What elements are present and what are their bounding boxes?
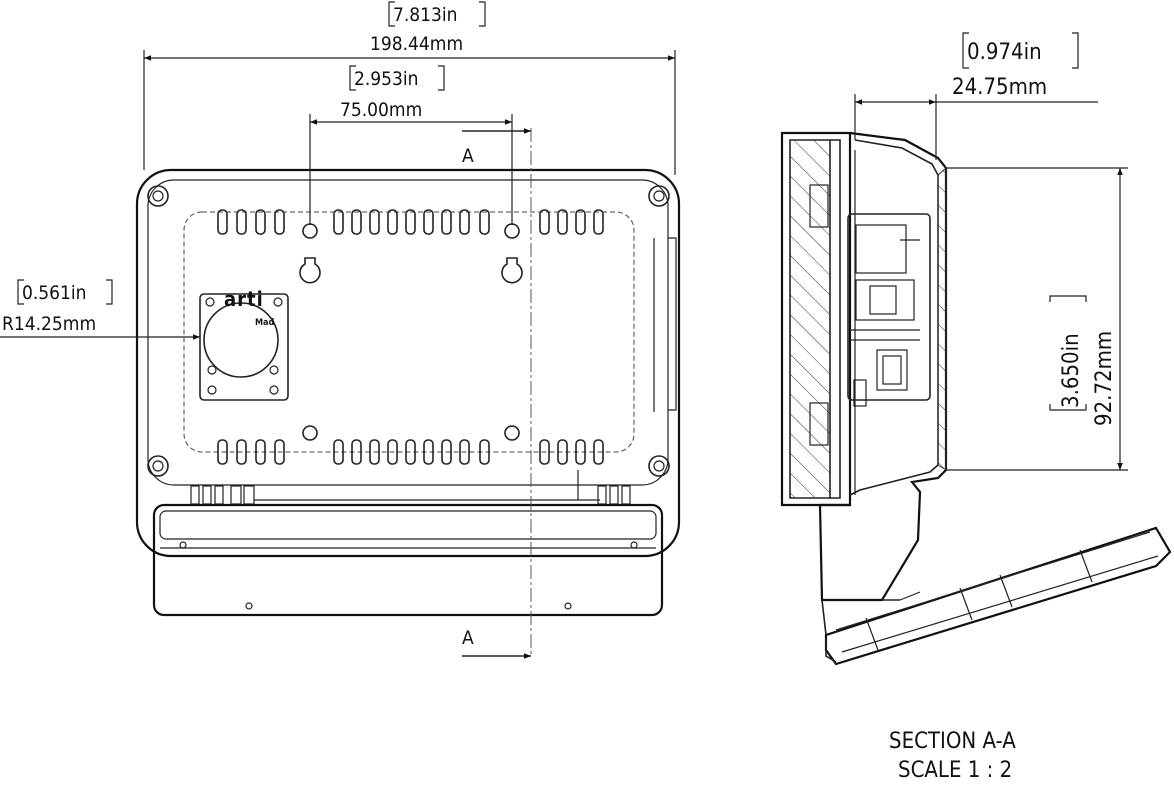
overall-width-mm: 198.44mm xyxy=(370,33,463,55)
section-mark-bottom: A xyxy=(462,627,474,649)
vent-slot xyxy=(369,209,380,235)
vent-slot xyxy=(255,209,266,235)
vent-slot xyxy=(387,439,398,465)
vent-slot xyxy=(405,209,416,235)
vent-slot xyxy=(423,209,434,235)
vent-slot xyxy=(236,209,247,235)
radius-mm: R14.25mm xyxy=(2,313,96,335)
connector-plate xyxy=(199,293,289,401)
corner-screws xyxy=(147,185,670,477)
vent-slot xyxy=(593,209,604,235)
section-view: 0.974in 24.75mm 3.650in 92.72mm xyxy=(780,32,1172,666)
vent-slot xyxy=(459,209,470,235)
vent-slot xyxy=(255,439,266,465)
depth-inch: 0.974in xyxy=(967,40,1042,65)
vent-slot xyxy=(423,439,434,465)
inner-recess xyxy=(183,211,635,453)
dimension-radius: 0.561in R14.25mm xyxy=(0,279,200,340)
vent-slot xyxy=(479,209,490,235)
vent-slot xyxy=(593,439,604,465)
vent-slot xyxy=(333,439,344,465)
vent-slot xyxy=(557,439,568,465)
internal-pcb xyxy=(847,213,931,407)
vent-slot xyxy=(441,439,452,465)
vent-slot xyxy=(575,209,586,235)
logo-subtext: Mad xyxy=(255,318,275,328)
vent-slots-bottom xyxy=(217,439,604,465)
depth-mm: 24.75mm xyxy=(952,75,1047,100)
vent-slots-top xyxy=(217,209,604,235)
hole-spacing-inch: 2.953in xyxy=(354,68,419,90)
stand-base xyxy=(152,503,664,617)
vent-slot xyxy=(217,209,228,235)
height-inch: 3.650in xyxy=(1059,333,1084,408)
vent-slot xyxy=(441,209,452,235)
mounting-holes xyxy=(302,223,520,441)
vent-slot xyxy=(539,439,550,465)
bottom-tabs xyxy=(190,470,631,505)
height-mm: 92.72mm xyxy=(1092,331,1117,426)
vent-slot xyxy=(387,209,398,235)
vent-slot xyxy=(539,209,550,235)
vent-slot xyxy=(333,209,344,235)
section-mark-top: A xyxy=(462,145,474,167)
dimension-depth: 0.974in 24.75mm xyxy=(854,32,1098,160)
enclosure-inner-outline xyxy=(147,179,669,486)
vent-slot xyxy=(557,209,568,235)
overall-width-inch: 7.813in xyxy=(393,4,458,26)
vent-slot xyxy=(405,439,416,465)
vent-slot xyxy=(369,439,380,465)
front-view: arti Mad A A xyxy=(135,128,681,659)
vent-slot xyxy=(274,209,285,235)
enclosure-outline xyxy=(135,168,681,558)
hole-spacing-mm: 75.00mm xyxy=(340,99,422,121)
logo-text: arti xyxy=(224,287,264,311)
vent-slot xyxy=(274,439,285,465)
side-tab xyxy=(668,237,677,411)
section-scale: SCALE 1 : 2 xyxy=(898,758,1012,783)
vent-slot xyxy=(479,439,490,465)
dimension-overall-width: 7.813in 198.44mm xyxy=(143,1,676,175)
vent-slot xyxy=(351,439,362,465)
dimension-hole-spacing: 2.953in 75.00mm xyxy=(309,65,513,225)
vent-slot xyxy=(459,439,470,465)
dimension-height: 3.650in 92.72mm xyxy=(946,167,1128,471)
vent-slot xyxy=(351,209,362,235)
vent-slot xyxy=(575,439,586,465)
vent-slot xyxy=(217,439,228,465)
tilted-stand xyxy=(821,526,1172,666)
vent-slot xyxy=(236,439,247,465)
radius-inch: 0.561in xyxy=(22,282,87,304)
section-title: SECTION A-A xyxy=(889,729,1016,754)
keyhole-slots xyxy=(299,257,523,284)
